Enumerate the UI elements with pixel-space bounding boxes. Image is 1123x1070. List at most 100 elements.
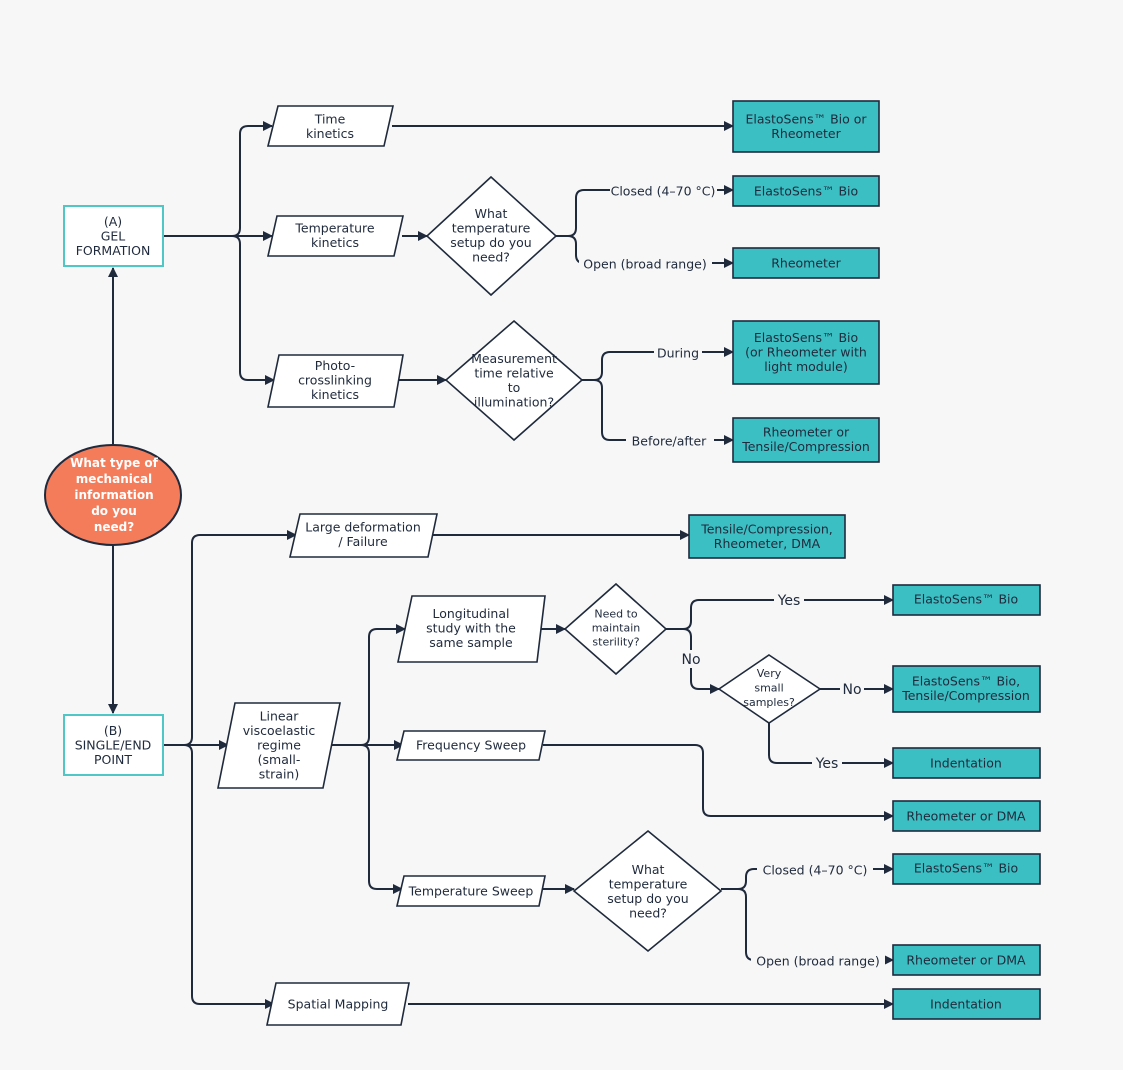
node-label-line: need?: [629, 905, 667, 920]
node-label-line: (A): [104, 214, 122, 229]
time-kinetics-box: [266, 105, 394, 147]
outcome-elastosens-or-rheometer: [732, 100, 880, 153]
node-label-line: information: [74, 488, 153, 502]
node-label-line: (B): [104, 723, 122, 738]
edge-linear-to-long: [330, 624, 406, 746]
edge-q2-open: [737, 888, 894, 965]
node-label-line: Longitudinal: [432, 606, 509, 621]
node-label-line: small: [754, 682, 783, 695]
node-label-line: FORMATION: [76, 243, 151, 258]
node-label-line: Measurement: [471, 351, 557, 366]
temp-setup-question-1: [425, 175, 558, 297]
longitudinal-study-box: [397, 595, 546, 663]
node-label-line: temperature: [452, 220, 531, 235]
outcome-rheometer-dma-1: [892, 800, 1041, 832]
node-label-line: temperature: [609, 876, 688, 891]
frequency-sweep-box: [395, 730, 546, 761]
node-label-line: What: [475, 206, 508, 221]
node-label-line: kinetics: [311, 235, 359, 250]
node-label-line: Need to: [594, 608, 638, 621]
node-label-line: Large deformation: [305, 519, 421, 534]
spatial-mapping-box: [266, 982, 410, 1026]
edge-freq-to-out: [543, 744, 894, 821]
node-label-line: Rheometer or: [763, 424, 850, 439]
node-label-line: ElastoSens™ Bio: [914, 861, 1018, 876]
outcome-elastosens-3: [892, 853, 1041, 885]
node-label-line: sterility?: [592, 636, 639, 649]
node-label-line: ElastoSens™ Bio: [914, 592, 1018, 607]
node-label-line: Very: [757, 667, 782, 680]
node-label-line: (or Rheometer with: [745, 345, 867, 360]
node-label-line: ElastoSens™ Bio or: [745, 111, 867, 126]
node-label-line: Spatial Mapping: [288, 997, 389, 1012]
node-label-line: samples?: [743, 696, 795, 709]
node-label-line: Tensile/Compression,: [700, 521, 833, 536]
edge-small-yes: [768, 723, 894, 768]
node-label-line: strain): [259, 767, 300, 782]
outcome-elastosens-1: [732, 175, 880, 207]
outcome-elastosens-tensile: [892, 665, 1041, 713]
node-label-line: Indentation: [930, 997, 1002, 1012]
edge-before-after: [593, 379, 734, 445]
node-label-line: mechanical: [76, 472, 152, 486]
node-label-line: Rheometer or DMA: [906, 809, 1026, 824]
temperature-sweep-label: Temperature Sweep: [408, 884, 534, 899]
small-samples-question: [717, 654, 822, 724]
node-label-line: kinetics: [311, 387, 359, 402]
edge-label-yes-2: Yes: [815, 756, 839, 772]
node-label-line: need?: [94, 520, 134, 534]
node-label-line: SINGLE/END: [75, 738, 152, 753]
edge-single-to-spatial: [183, 744, 275, 1009]
single-end-point-box: [63, 714, 164, 776]
node-label-line: time relative: [474, 365, 554, 380]
node-label-line: Tensile/Compression: [741, 439, 870, 454]
outcome-elastosens-light: [732, 320, 880, 385]
edge-label-closed-1: Closed (4–70 °C): [611, 184, 716, 199]
outcome-elastosens-3-label: ElastoSens™ Bio: [914, 861, 1018, 876]
node-label-line: Linear: [260, 709, 300, 724]
node-label-line: illumination?: [474, 394, 554, 409]
node-label-line: maintain: [592, 622, 641, 635]
edge-gel-to-time: [163, 121, 273, 237]
node-label-line: Rheometer, DMA: [714, 536, 821, 551]
outcome-tensile-rheometer-dma-label: Tensile/Compression,Rheometer, DMA: [700, 521, 833, 551]
outcome-rheometer-dma-2: [892, 944, 1041, 976]
photo-crosslinking-box: [267, 354, 404, 408]
node-label-line: kinetics: [306, 126, 354, 141]
outcome-indentation-1: [892, 747, 1041, 779]
outcome-elastosens-2: [892, 584, 1041, 616]
outcome-elastosens-tensile-label: ElastoSens™ Bio,Tensile/Compression: [901, 673, 1030, 703]
temperature-kinetics-box: [267, 215, 404, 257]
node-label-line: Rheometer: [771, 126, 841, 141]
node-label-line: POINT: [94, 752, 132, 767]
node-label-line: Tensile/Compression: [901, 688, 1030, 703]
edge-label-before-after: Before/after: [632, 434, 708, 449]
measurement-time-question: [444, 319, 584, 442]
node-label-line: (small-: [258, 752, 301, 767]
frequency-sweep-label: Frequency Sweep: [416, 738, 526, 753]
start-node: [44, 444, 182, 546]
temp-setup-question-2: [572, 829, 723, 953]
node-label-line: to: [508, 380, 521, 395]
node-label-line: ElastoSens™ Bio,: [912, 673, 1020, 688]
node-label-line: need?: [472, 249, 510, 264]
edge-label-during: During: [657, 346, 699, 361]
large-deformation-label: Large deformation/ Failure: [305, 519, 421, 549]
node-label-line: / Failure: [338, 534, 388, 549]
edge-label-no-1: No: [681, 652, 700, 668]
